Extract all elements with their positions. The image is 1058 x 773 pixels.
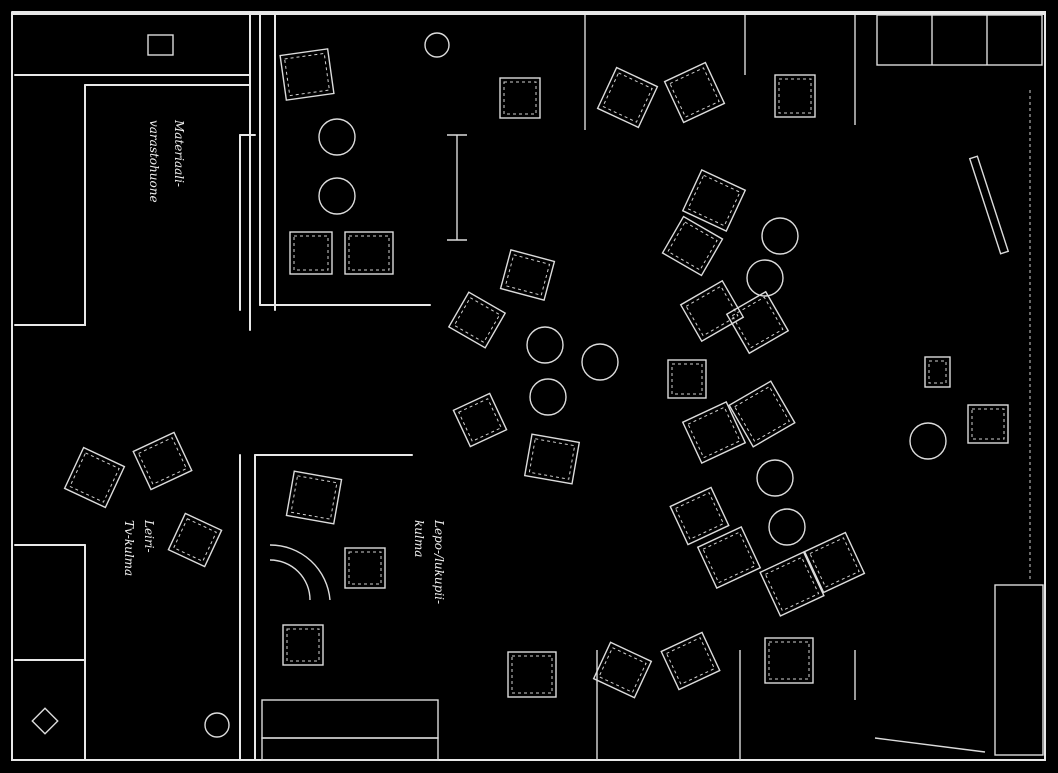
desk	[592, 641, 653, 699]
storage-room: Materiaali- varastohuone	[14, 13, 251, 331]
desk	[507, 651, 557, 698]
desk	[681, 401, 747, 464]
desk	[774, 74, 816, 118]
desk	[663, 61, 726, 124]
lounge-label-2: Tv-kulma	[122, 520, 136, 576]
lounge-area: Leiri- Tv-kulma	[14, 519, 156, 761]
desk	[499, 77, 541, 119]
sink-icon	[31, 32, 450, 738]
round-table	[526, 326, 564, 364]
desk	[728, 380, 796, 448]
desk	[285, 470, 343, 525]
bottom-partitions	[596, 584, 1044, 760]
desk	[132, 431, 193, 491]
desk	[667, 359, 707, 399]
desk	[759, 551, 825, 617]
desk	[679, 279, 745, 343]
reading-corner-label-1: Lepo-/lukupii-	[432, 519, 446, 604]
bench-right	[968, 155, 1010, 255]
desk	[661, 215, 724, 277]
desk	[499, 249, 556, 301]
lounge-label-1: Leiri-	[142, 519, 156, 553]
desk	[167, 512, 223, 568]
round-table	[318, 118, 356, 156]
desk	[63, 446, 126, 509]
round-table	[909, 422, 947, 460]
round-table	[746, 259, 784, 297]
reading-corner: Lepo-/lukupii- kulma	[239, 454, 446, 761]
round-table	[756, 459, 794, 497]
seats-layer	[318, 118, 947, 546]
reading-corner-label-2: kulma	[412, 520, 426, 557]
desk	[669, 486, 730, 546]
storage-room-label-1: Materiaali-	[172, 119, 186, 187]
round-table	[529, 378, 567, 416]
desk	[596, 66, 659, 129]
desks-layer	[63, 48, 1009, 699]
round-table	[318, 177, 356, 215]
top-partitions	[584, 14, 1043, 580]
desk	[803, 531, 866, 594]
storage-room-label-2: varastohuone	[147, 120, 161, 203]
desk	[725, 290, 790, 355]
desk	[344, 547, 386, 589]
desk	[452, 392, 508, 448]
desk	[282, 624, 324, 666]
desk	[681, 169, 747, 232]
round-table	[768, 508, 806, 546]
desk	[344, 231, 394, 275]
desk	[289, 231, 333, 275]
desk	[279, 48, 335, 101]
desk	[523, 433, 581, 485]
desk	[660, 631, 721, 691]
desk	[967, 404, 1009, 444]
desk	[924, 356, 951, 388]
upper-study-area	[239, 14, 467, 311]
desk	[447, 291, 507, 349]
round-table	[581, 343, 619, 381]
outer-walls	[11, 11, 1046, 761]
desk	[764, 637, 814, 684]
round-table	[761, 217, 799, 255]
desk	[696, 526, 762, 589]
